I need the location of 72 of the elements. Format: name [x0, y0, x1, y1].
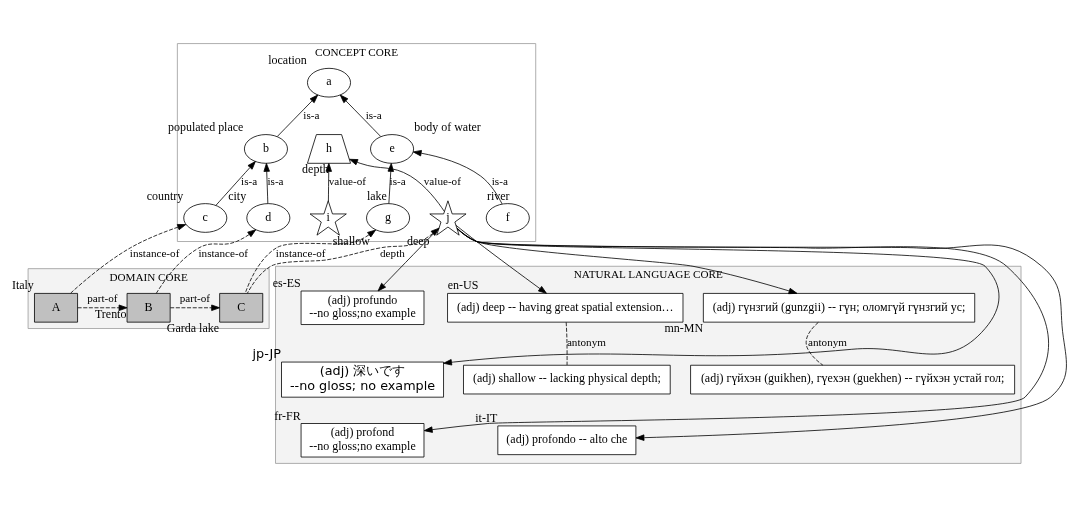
node-label: city: [228, 188, 247, 203]
node-label: en-US: [447, 278, 479, 293]
arrow: [276, 94, 319, 137]
arrow: [263, 163, 270, 204]
edge-label: value-of: [423, 175, 461, 188]
node-label: river: [486, 188, 510, 203]
node-ellipse: d: [246, 203, 291, 233]
arrow: [70, 224, 187, 294]
arrow: [169, 304, 221, 311]
connector: [565, 321, 568, 366]
edge-label: is-a: [267, 175, 284, 188]
arrow: [339, 94, 382, 137]
node-label: deep: [407, 233, 430, 248]
edge-label: part-of: [87, 292, 118, 305]
edge-label: antonym: [807, 336, 847, 349]
edge-label: is-a: [303, 108, 320, 121]
node-label: country: [146, 188, 184, 203]
edge-label: instance-of: [275, 246, 326, 259]
edge-label: part-of: [179, 292, 211, 305]
node-ellipse: e: [370, 134, 414, 164]
edge-label: value-of: [328, 175, 366, 188]
edge-label: instance-of: [198, 246, 249, 259]
arrow: [456, 227, 798, 295]
node-ellipse: f: [485, 203, 530, 233]
arrow: [215, 161, 256, 206]
node-ellipse: g: [366, 203, 410, 233]
node-box: (adj) гүнзгий (gunzgii) -- гүн; оломгүй гүнзгий ус;: [702, 293, 976, 323]
node-label: jp-JP: [252, 345, 281, 361]
node-box: (adj) 深いです --no gloss; no example: [281, 361, 444, 398]
node-box: (adj) profond --no gloss;no example: [300, 423, 425, 458]
edge-label: is-a: [491, 175, 508, 188]
edge-label: is-a: [365, 108, 382, 121]
edge-label: depth: [380, 246, 405, 259]
arrow: [244, 229, 376, 294]
connector: [805, 321, 824, 366]
node-label: Italy: [11, 278, 34, 293]
node-label: mn-MN: [664, 320, 704, 335]
node-box: B: [126, 293, 171, 323]
edge-label: is-a: [241, 175, 258, 188]
node-box: (adj) profundo --no gloss;no example: [300, 290, 425, 325]
node-label: es-ES: [272, 276, 301, 291]
arrow: [77, 304, 128, 311]
arrow: [455, 224, 547, 294]
arrow: [443, 228, 1000, 366]
node-label: body of water: [414, 119, 481, 134]
node-ellipse: c: [183, 203, 228, 233]
node-label: Trento: [94, 307, 127, 322]
node-label: it-IT: [475, 410, 498, 425]
arrow: [412, 150, 503, 205]
node-ellipse: a: [307, 67, 351, 98]
node-box: (adj) deep -- having great spatial extension…: [447, 293, 684, 323]
node-label: populated place: [167, 119, 244, 134]
arrow: [155, 229, 257, 294]
node-box: A: [34, 293, 78, 323]
edge-label: instance-of: [129, 246, 180, 259]
arrow: [377, 227, 440, 292]
arrow: [349, 158, 445, 212]
arrow: [325, 163, 332, 202]
node-ellipse: b: [244, 134, 288, 164]
arrow: [387, 163, 394, 204]
edge-label: antonym: [566, 336, 606, 349]
node-box: (adj) shallow -- lacking physical depth;: [463, 364, 671, 395]
edge-label: is-a: [389, 175, 406, 188]
node-box: C: [219, 293, 264, 323]
node-label: shallow: [332, 233, 370, 248]
node-box: (adj) profondo -- alto che: [497, 425, 637, 456]
node-label: location: [268, 53, 307, 68]
node-label: fr-FR: [274, 408, 301, 423]
arrow: [247, 227, 440, 294]
node-label: Garda lake: [166, 320, 219, 335]
node-box: (adj) гүйхэн (guikhen), гүехэн (guekhen) -- гүйхэн устай гол;: [690, 364, 1016, 395]
node-label: lake: [366, 188, 387, 203]
